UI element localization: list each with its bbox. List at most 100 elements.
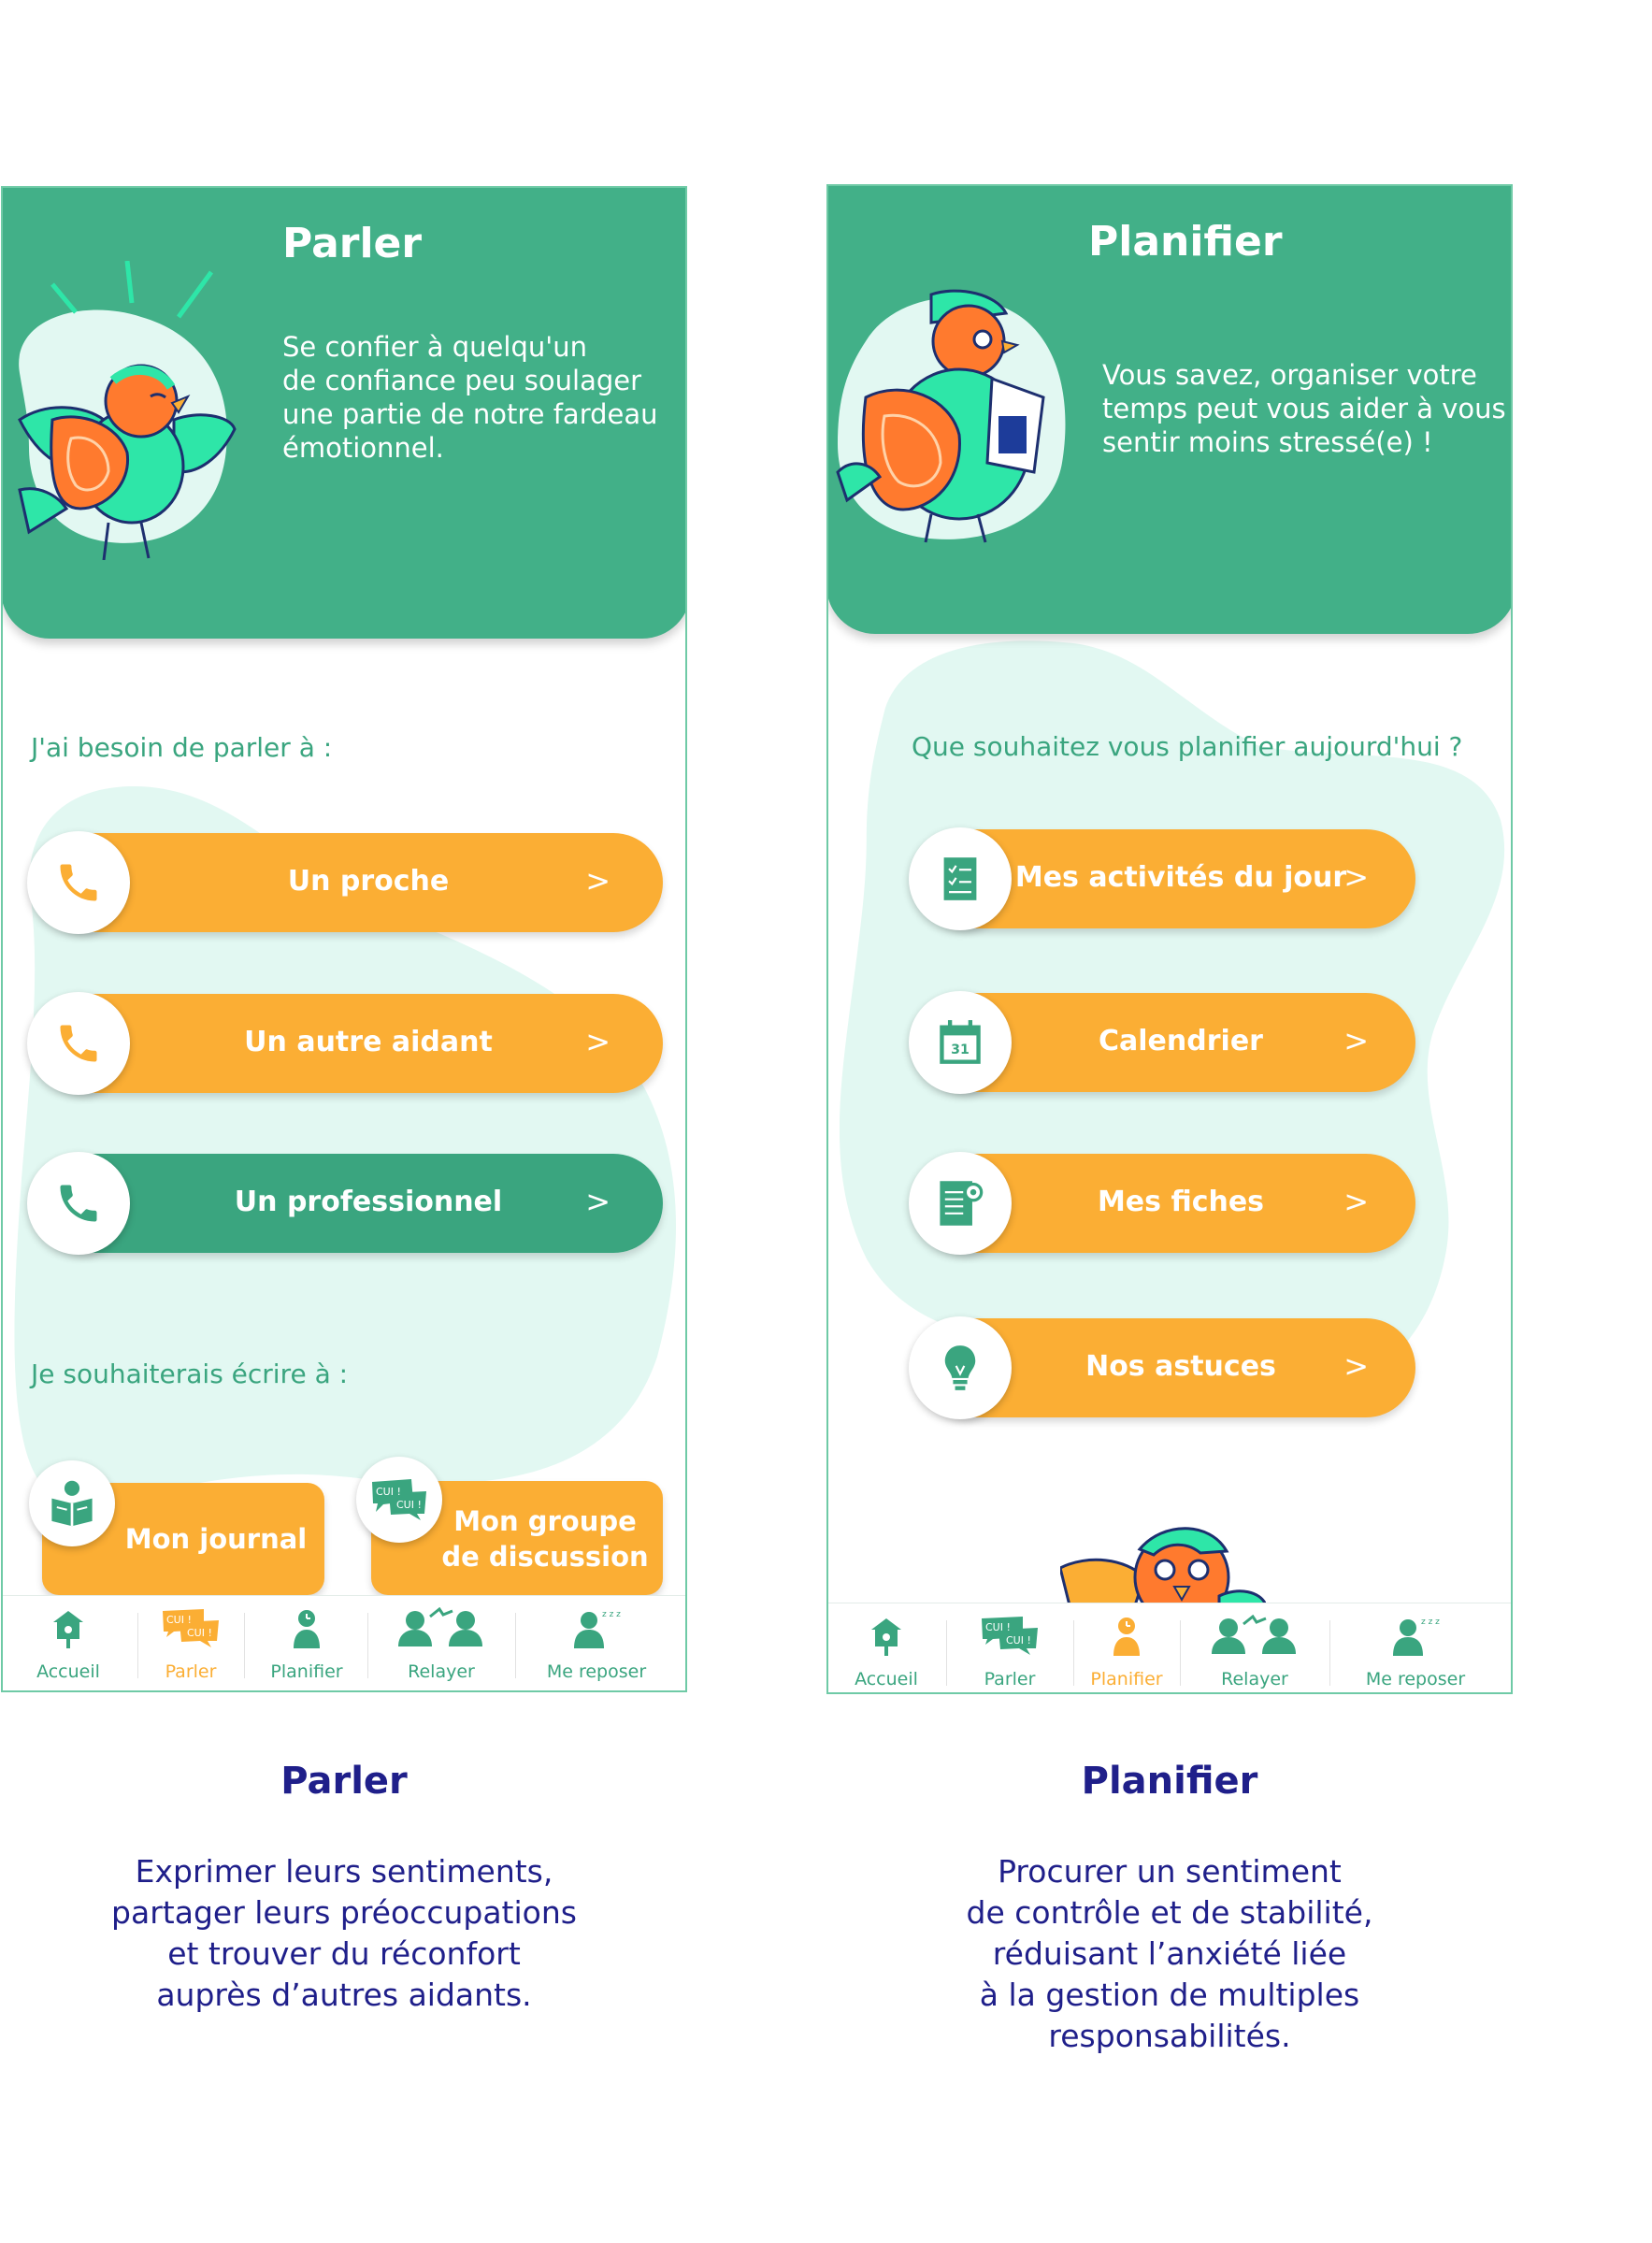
- chevron-right-icon: >: [1343, 859, 1369, 895]
- plan-button-nos-astuces[interactable]: Nos astuces >: [909, 1316, 1415, 1419]
- talk-section-label: J'ai besoin de parler à :: [31, 732, 333, 763]
- tab-label: Relayer: [1221, 1669, 1288, 1689]
- journal-icon-circle: [29, 1460, 115, 1546]
- caption-text-parler: Exprimer leurs sentiments, partager leur…: [111, 1853, 577, 2013]
- relay-people-icon: [1212, 1615, 1296, 1654]
- parler-screen: Parler Se confier à quelqu'un de confian…: [1, 186, 687, 1692]
- chevron-right-icon: >: [585, 1184, 611, 1219]
- bottom-tab-bar: Accueil CUI ! CUI ! Parler Planifier: [3, 1595, 685, 1690]
- tab-me-reposer[interactable]: z z z Me reposer: [1331, 1603, 1500, 1692]
- plan-button-calendrier[interactable]: 31 Calendrier >: [909, 991, 1415, 1094]
- reading-person-icon: [51, 1480, 93, 1527]
- organized-bird-illustration: [836, 289, 1066, 543]
- tab-label: Accueil: [36, 1661, 100, 1682]
- svg-text:CUI !: CUI !: [1006, 1634, 1031, 1646]
- tab-parler[interactable]: CUI ! CUI ! Parler: [948, 1603, 1071, 1692]
- tab-accueil[interactable]: Accueil: [828, 1603, 944, 1692]
- plan-button-label: Nos astuces: [1085, 1350, 1276, 1383]
- caption-text-planifier: Procurer un sentiment de contrôle et de …: [966, 1853, 1373, 2054]
- phone-icon: [60, 864, 97, 901]
- talk-button-label: Un proche: [287, 865, 450, 898]
- write-button-label: Mon groupe de discussion: [441, 1505, 649, 1573]
- page-title: Parler: [282, 220, 423, 267]
- talk-button-un-proche[interactable]: Un proche >: [27, 831, 663, 934]
- relay-people-icon: [398, 1607, 482, 1646]
- intro-text: Se confier à quelqu'un de confiance peu …: [282, 331, 658, 464]
- plan-button-mes-activites-du-jour[interactable]: Mes activités du jour >: [909, 827, 1415, 930]
- tab-label: Parler: [165, 1661, 217, 1682]
- talk-button-un-professionnel[interactable]: Un professionnel >: [27, 1152, 663, 1255]
- intro-text: Vous savez, organiser votre temps peut v…: [1102, 359, 1506, 458]
- tab-accueil[interactable]: Accueil: [3, 1596, 134, 1690]
- tab-relayer[interactable]: Relayer: [1182, 1603, 1328, 1692]
- write-section-label: Je souhaiterais écrire à :: [31, 1359, 349, 1389]
- phone-icon: [60, 1025, 97, 1062]
- tab-relayer[interactable]: Relayer: [369, 1596, 513, 1690]
- talking-bird-illustration: [18, 261, 237, 560]
- tab-divider: [367, 1613, 368, 1678]
- bottom-tab-bar: Accueil CUI ! CUI ! Parler Planifier: [828, 1603, 1511, 1692]
- tab-me-reposer[interactable]: z z z Me reposer: [517, 1596, 676, 1690]
- tab-label: Accueil: [855, 1669, 918, 1689]
- caption-title-parler: Parler: [280, 1760, 408, 1803]
- svg-text:CUI !: CUI !: [166, 1614, 192, 1626]
- phone-icon-circle: [27, 1152, 130, 1255]
- tab-label: Planifier: [270, 1661, 343, 1682]
- tab-divider: [1073, 1620, 1074, 1686]
- lightbulb-icon: [944, 1345, 976, 1390]
- tab-label: Relayer: [408, 1661, 475, 1682]
- tab-label: Me reposer: [546, 1661, 647, 1682]
- chevron-right-icon: >: [585, 863, 611, 899]
- chevron-right-icon: >: [1343, 1023, 1369, 1058]
- cui-cui-bubbles-icon: CUI ! CUI !: [372, 1479, 426, 1520]
- document-gear-icon: [940, 1181, 984, 1226]
- document-icon-circle: [909, 1152, 1012, 1255]
- lightbulb-icon-circle: [909, 1316, 1012, 1419]
- phone-icon: [60, 1185, 97, 1222]
- talk-button-un-autre-aidant[interactable]: Un autre aidant >: [27, 992, 663, 1095]
- talk-button-label: Un professionnel: [234, 1186, 503, 1218]
- phone-icon-circle: [27, 992, 130, 1095]
- tab-parler[interactable]: CUI ! CUI ! Parler: [139, 1596, 242, 1690]
- calendar-icon-circle: 31: [909, 991, 1012, 1094]
- plan-button-mes-fiches[interactable]: Mes fiches >: [909, 1152, 1415, 1255]
- planifier-header: Planifier Vous savez, organiser votre te…: [828, 186, 1511, 634]
- tab-label: Me reposer: [1365, 1669, 1466, 1689]
- tab-divider: [1180, 1620, 1181, 1686]
- chevron-right-icon: >: [1343, 1348, 1369, 1384]
- planifier-screen: Planifier Vous savez, organiser votre te…: [826, 184, 1513, 1694]
- cui-cui-icon: CUI ! CUI !: [982, 1617, 1038, 1655]
- svg-text:CUI !: CUI !: [376, 1486, 401, 1498]
- tab-divider: [137, 1613, 138, 1678]
- phone-icon-circle: [27, 831, 130, 934]
- plan-button-label: Mes fiches: [1097, 1186, 1265, 1218]
- chevron-right-icon: >: [585, 1024, 611, 1059]
- page-title: Planifier: [1088, 218, 1283, 266]
- tab-label: Planifier: [1090, 1669, 1163, 1689]
- caption-title-planifier: Planifier: [1081, 1760, 1258, 1803]
- tab-divider: [244, 1613, 245, 1678]
- group-icon-circle: CUI ! CUI !: [356, 1457, 442, 1543]
- plan-button-label: Mes activités du jour: [1014, 861, 1347, 894]
- write-button-mon-groupe-de-discussion[interactable]: CUI ! CUI ! Mon groupe de discussion: [356, 1457, 663, 1595]
- person-clock-icon: [1113, 1618, 1140, 1656]
- person-clock-icon: [294, 1610, 320, 1648]
- birdhouse-icon: [53, 1611, 83, 1648]
- plan-button-label: Calendrier: [1099, 1025, 1263, 1057]
- planning-question: Que souhaitez vous planifier aujourd'hui…: [912, 731, 1463, 762]
- svg-text:CUI !: CUI !: [187, 1627, 212, 1639]
- chevron-right-icon: >: [1343, 1184, 1369, 1219]
- tab-planifier[interactable]: Planifier: [1075, 1603, 1178, 1692]
- tab-planifier[interactable]: Planifier: [246, 1596, 367, 1690]
- tab-label: Parler: [984, 1669, 1036, 1689]
- parler-header: Parler Se confier à quelqu'un de confian…: [3, 188, 685, 639]
- svg-text:z z z: z z z: [602, 1610, 621, 1619]
- tab-divider: [946, 1620, 947, 1686]
- write-button-label: Mon journal: [124, 1523, 308, 1555]
- write-button-mon-journal[interactable]: Mon journal: [29, 1460, 324, 1595]
- checklist-icon-circle: [909, 827, 1012, 930]
- svg-text:CUI !: CUI !: [396, 1499, 422, 1511]
- talk-button-label: Un autre aidant: [244, 1026, 493, 1058]
- mint-background-blob: [14, 786, 676, 1502]
- checklist-icon: [943, 857, 977, 900]
